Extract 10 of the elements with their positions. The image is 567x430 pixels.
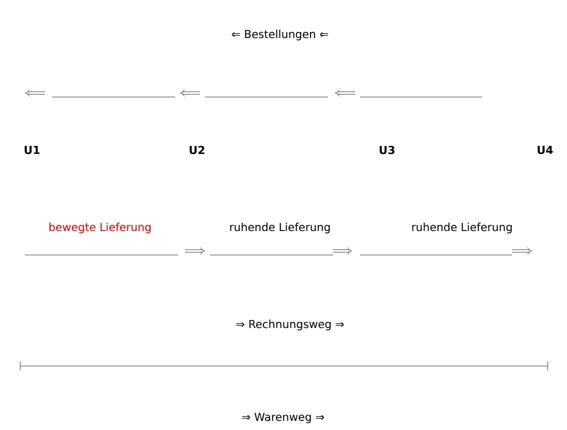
flow-label: ruhende Lieferung [412, 222, 512, 234]
party-label: U1 [24, 146, 40, 154]
flow-label: ⇒ Rechnungsweg ⇒ [236, 320, 344, 330]
party-label: U4 [538, 146, 553, 154]
flow-label: ruhende Lieferung [230, 222, 330, 234]
party-label: U3 [380, 146, 394, 154]
flow-label: bewegte Lieferung [49, 222, 151, 234]
party-label: U2 [190, 146, 204, 154]
flow-label: ⇐ Bestellungen ⇐ [232, 30, 328, 40]
flow-label: ⇒ Warenweg ⇒ [242, 412, 324, 424]
